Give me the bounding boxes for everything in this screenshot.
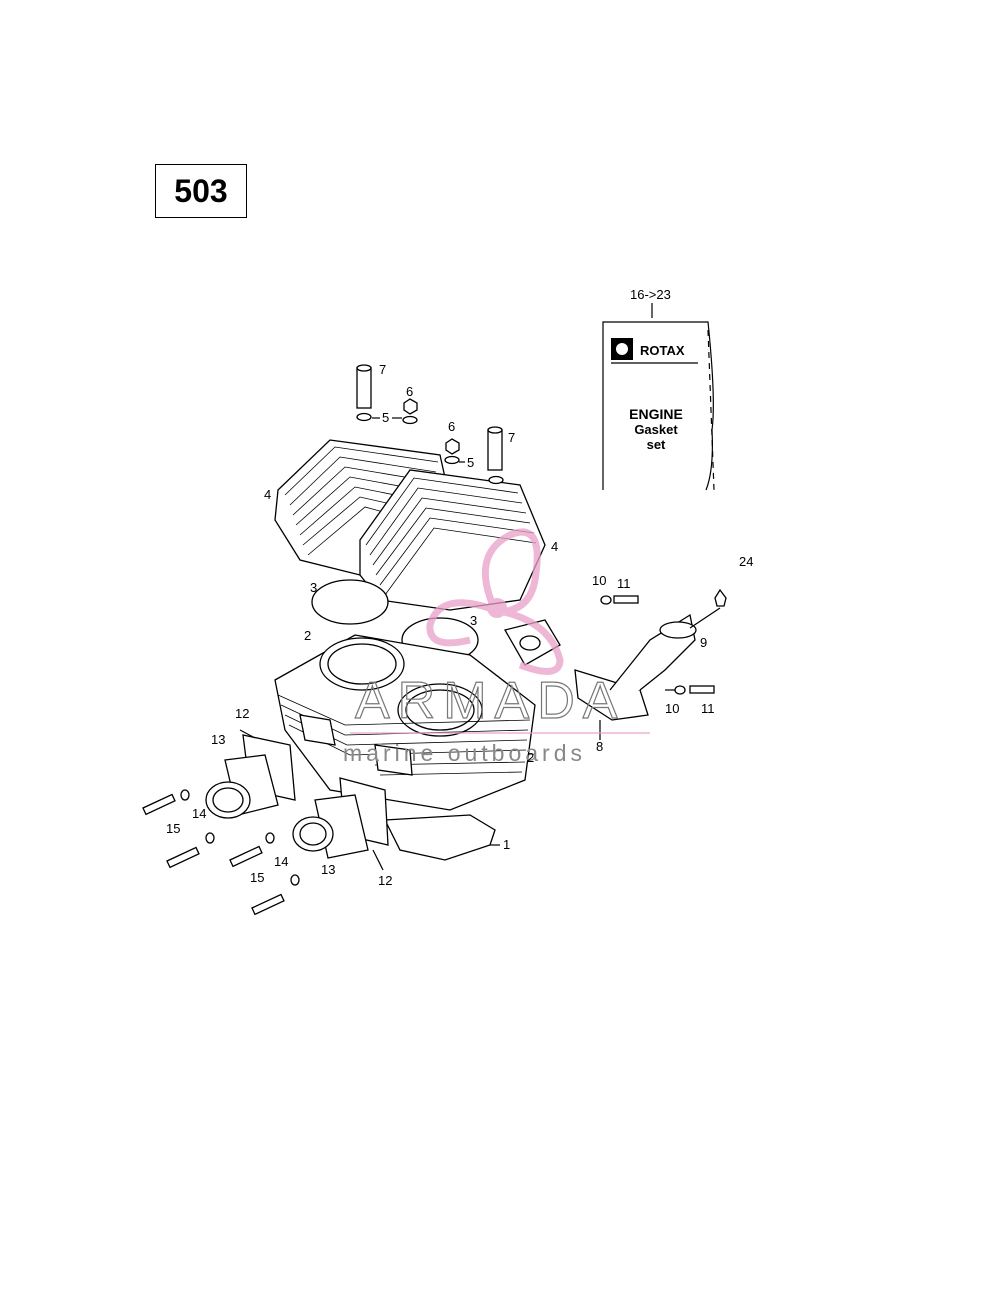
callout-5b: 5 [467, 455, 474, 470]
model-number-box: 503 [155, 164, 247, 218]
washer-5-a [356, 412, 372, 422]
intake-manifold-right [292, 794, 369, 859]
gasket-kit-brand: ROTAX [640, 343, 685, 358]
plug-24 [714, 588, 727, 607]
intake-manifold-left [205, 754, 279, 819]
washer-5-d [488, 475, 504, 485]
gasket-kit-line3: set [647, 437, 666, 452]
callout-12b: 12 [378, 873, 392, 888]
callout-6a: 6 [406, 384, 413, 399]
callout-9: 9 [700, 635, 707, 650]
callout-6b: 6 [448, 419, 455, 434]
callout-11a: 11 [617, 576, 631, 591]
callout-14b: 14 [274, 854, 288, 869]
callout-8: 8 [596, 739, 603, 754]
callout-24: 24 [739, 554, 753, 569]
callout-13b: 13 [321, 862, 335, 877]
callout-3a: 3 [310, 580, 317, 595]
watermark-name: ARMADA [355, 672, 625, 730]
callout-12a: 12 [235, 706, 249, 721]
watermark-tagline: marine outboards [343, 740, 586, 766]
callout-13a: 13 [211, 732, 225, 747]
base-gasket [383, 814, 496, 861]
callout-2a: 2 [304, 628, 311, 643]
callout-10a: 10 [592, 573, 606, 588]
model-number: 503 [174, 172, 228, 209]
callout-4a: 4 [264, 487, 271, 502]
stud-right [487, 426, 503, 471]
stud-left [356, 364, 372, 409]
callout-7a: 7 [379, 362, 386, 377]
callout-15a: 15 [166, 821, 180, 836]
callout-14a: 14 [192, 806, 206, 821]
washer-10-a [600, 595, 612, 605]
watermark-logo-icon [426, 528, 564, 675]
exhaust-manifold [574, 613, 697, 721]
callout-7b: 7 [508, 430, 515, 445]
callout-4b: 4 [551, 539, 558, 554]
gasket-kit-booklet [602, 303, 715, 491]
bolts-15 [142, 793, 285, 916]
callout-11b: 11 [701, 701, 715, 716]
nut-6-b [445, 438, 460, 455]
gasket-kit-line1: ENGINE [629, 406, 683, 422]
washer-10-b [674, 685, 686, 695]
nut-6-a [403, 398, 418, 415]
callout-2b: 2 [527, 750, 534, 765]
washers-14 [180, 789, 300, 886]
cylinder-head-right [359, 469, 546, 611]
leader-lines [239, 417, 675, 871]
callout-1: 1 [503, 837, 510, 852]
gasket-kit-line2: Gasket [634, 422, 678, 437]
head-gasket-left [311, 579, 389, 625]
cylinder-block [274, 634, 536, 811]
callout-10b: 10 [665, 701, 679, 716]
washer-5-c [444, 455, 460, 465]
callout-5a: 5 [382, 410, 389, 425]
washer-5-b [402, 415, 418, 425]
gasket-kit-callout: 16->23 [630, 287, 671, 302]
callout-3b: 3 [470, 613, 477, 628]
bolt-11-b [689, 685, 715, 694]
bolt-11-a [613, 595, 639, 604]
callout-15b: 15 [250, 870, 264, 885]
